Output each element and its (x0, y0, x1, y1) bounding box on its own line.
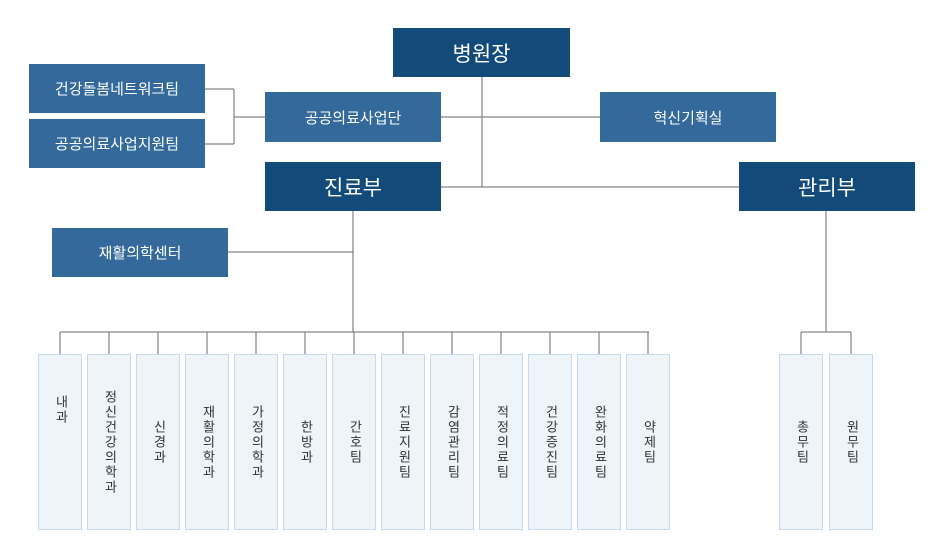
dept-oriental-medicine: 한방과 (283, 354, 327, 530)
dept-infection-control-team: 감염관리팀 (430, 354, 474, 530)
dept-health-promotion-team: 건강증진팀 (528, 354, 572, 530)
dept-palliative-care-team: 완화의료팀 (577, 354, 621, 530)
dept-patient-affairs-team: 원무팀 (829, 354, 873, 530)
rehab-center-box: 재활의학센터 (52, 228, 228, 277)
medical-division-box: 진료부 (265, 162, 441, 211)
dept-psychiatry: 정신건강의학과 (87, 354, 131, 530)
dept-internal-medicine: 내과 (38, 354, 82, 530)
dept-nursing-team: 간호팀 (332, 354, 376, 530)
dept-general-affairs-team: 총무팀 (779, 354, 823, 530)
dept-pharmacy-team: 약제팀 (626, 354, 670, 530)
innovation-office-box: 혁신기획실 (600, 92, 776, 142)
dept-clinical-support-team: 진료지원팀 (381, 354, 425, 530)
admin-division-box: 관리부 (739, 162, 915, 211)
dept-rehab-medicine: 재활의학과 (185, 354, 229, 530)
dept-appropriate-care-team: 적정의료팀 (479, 354, 523, 530)
care-network-team-box: 건강돌봄네트워크팀 (29, 64, 205, 113)
director-box: 병원장 (393, 28, 570, 77)
dept-neurology: 신경과 (136, 354, 180, 530)
dept-family-medicine: 가정의학과 (234, 354, 278, 530)
public-support-team-box: 공공의료사업지원팀 (29, 119, 205, 168)
public-division-box: 공공의료사업단 (265, 92, 441, 142)
